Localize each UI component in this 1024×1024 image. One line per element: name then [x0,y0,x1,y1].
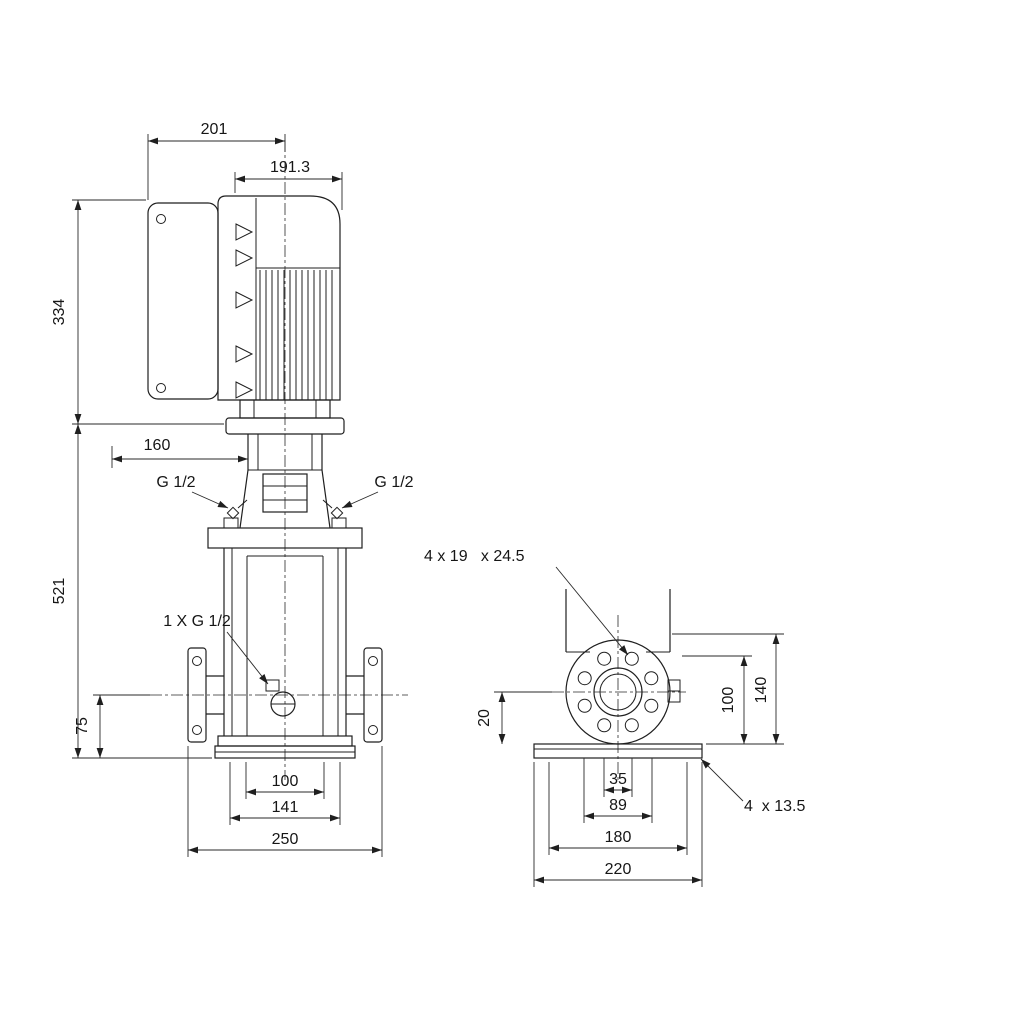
bolt-hole-icon [597,718,612,733]
port-left-label: G 1/2 [156,474,195,491]
dim-75: 75 [74,694,150,758]
dim-191-3-label: 191.3 [270,159,310,176]
dim-521-label: 521 [51,578,68,605]
dim-160-label: 160 [144,437,171,454]
chamber-stack [217,548,353,747]
clip-icon [235,249,254,267]
port-flange-plate [363,647,383,743]
drain-plug [265,679,296,717]
bolt-hole-icon [192,725,202,735]
drain-note: 1 X G 1/2 [163,613,269,685]
stool-flange [225,417,345,435]
dim-20-label: 20 [476,709,493,727]
port-label-left: G 1/2 [156,474,229,509]
dim-140: 140 [672,633,784,744]
vent-stub [322,499,333,509]
dim-100-right: 100 [682,655,784,745]
dim-191-3: 191.3 [234,159,343,210]
clip-icon [235,381,254,399]
drain-note-label: 1 X G 1/2 [163,613,231,630]
control-box-outline [147,202,219,400]
dim-75-label: 75 [74,717,91,735]
bore-circle-inner [599,673,637,711]
bore-circle-outer [593,667,643,717]
cable-clips [235,223,254,399]
cooling-fins [259,270,333,400]
motor-body [217,195,341,401]
base-left-view [214,745,356,759]
right-view [533,589,703,759]
vent-stub [237,499,248,509]
dim-35-label: 35 [609,771,627,788]
dim-160: 160 [111,437,248,468]
dimensions-right: 4 x 19 x 24.5 20 100 140 35 [424,548,805,887]
centerlines [150,140,686,780]
dim-250: 250 [187,746,383,857]
dim-521: 521 [51,424,212,759]
port-flange-plate [187,647,207,743]
bolt-hole-icon [192,656,202,666]
base-plate [533,743,703,759]
port-right [346,647,383,743]
vent-plug-right [330,506,344,520]
dim-35: 35 [603,758,633,797]
dim-20: 20 [476,691,552,744]
bolt-hole-icon [624,651,639,666]
left-view [147,195,383,759]
clip-icon [235,223,254,241]
dim-141-label: 141 [272,799,299,816]
pump-head [207,434,363,549]
base-hole-note-label: 4 x 13.5 [744,798,805,815]
staybolt-nut [223,517,239,529]
clip-icon [235,345,254,363]
bolt-hole-icon [597,651,612,666]
vent-plug-left [226,506,240,520]
dim-141: 141 [229,762,341,825]
port-left [187,647,224,743]
bolt-hole-icon [577,671,592,686]
base-hole-note: 4 x 13.5 [700,758,805,815]
dimensions-left: 201 191.3 334 521 160 G 1/2 [51,121,414,857]
base-right-view [533,743,703,759]
dim-201-label: 201 [201,121,228,138]
flange-hole-note-label: 4 x 19 x 24.5 [424,548,525,565]
dim-201: 201 [147,121,286,200]
dim-100-left-label: 100 [272,773,299,790]
motor-control-box [147,202,219,400]
screw-icon [156,383,166,393]
dim-220-label: 220 [605,861,632,878]
clip-icon [235,291,254,309]
dim-89-label: 89 [609,797,627,814]
port-label-right: G 1/2 [341,474,414,509]
dim-180: 180 [548,762,688,855]
bolt-hole-icon [644,698,659,713]
dim-140-label: 140 [753,677,770,704]
bolt-hole-icon [368,725,378,735]
bolt-hole-icon [624,718,639,733]
staybolt-nut [331,517,347,529]
bolt-hole-icon [368,656,378,666]
bolt-hole-icon [577,698,592,713]
dim-100-right-label: 100 [720,687,737,714]
port-right-label: G 1/2 [374,474,413,491]
dim-89: 89 [583,758,653,823]
drain-plug-head [265,679,280,692]
flange-hole-note: 4 x 19 x 24.5 [424,548,629,656]
dim-250-label: 250 [272,831,299,848]
dim-220: 220 [533,762,703,887]
screw-icon [156,214,166,224]
head-taper [321,469,331,529]
head-taper [239,469,249,529]
coupling-guard [262,473,308,513]
motor-outline [217,195,341,401]
head-flange [207,527,363,549]
dim-180-label: 180 [605,829,632,846]
dim-334: 334 [51,199,224,425]
motor-stool [225,399,345,435]
dim-334-label: 334 [51,299,68,326]
dim-100-left: 100 [245,762,325,799]
bolt-hole-icon [644,671,659,686]
